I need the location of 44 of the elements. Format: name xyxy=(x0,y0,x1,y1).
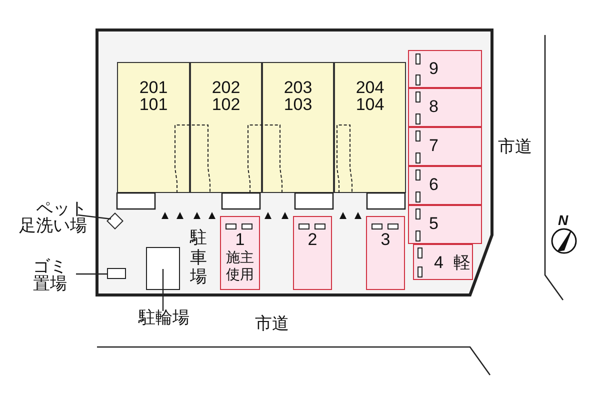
leader-line xyxy=(162,269,164,311)
unit-number: 203 xyxy=(282,79,314,96)
space-number: 9 xyxy=(429,60,438,80)
space-number: 5 xyxy=(429,215,438,235)
unit-number: 101 xyxy=(138,96,169,113)
leader-line xyxy=(76,273,107,275)
parking-space xyxy=(220,216,260,290)
unit-number: 104 xyxy=(354,96,386,113)
apartment-unit xyxy=(334,62,406,193)
road-label: 市道 xyxy=(498,138,532,156)
bicycle-shed xyxy=(146,247,180,290)
parking-area-label: 駐車場 xyxy=(190,228,207,287)
north-label: N xyxy=(558,213,568,228)
space-number: 7 xyxy=(429,137,438,157)
parking-space xyxy=(293,216,332,290)
leader-line xyxy=(78,214,112,220)
area-label: ペット足洗い場 xyxy=(19,200,88,234)
parking-space xyxy=(408,88,482,127)
unit-number: 202 xyxy=(210,79,242,96)
parking-space xyxy=(408,166,482,205)
space-number: 8 xyxy=(429,98,438,118)
space-note: 軽 xyxy=(453,254,470,274)
parking-space xyxy=(408,50,482,88)
area-label: ゴミ置場 xyxy=(32,258,68,292)
unit-number: 103 xyxy=(282,96,314,113)
unit-number: 204 xyxy=(354,79,386,96)
parking-space xyxy=(366,216,405,290)
parking-space xyxy=(408,127,482,166)
unit-number: 102 xyxy=(210,96,242,113)
space-number: 2 xyxy=(306,231,318,248)
space-number: 4 xyxy=(434,254,444,274)
space-number: 3 xyxy=(380,231,392,248)
apartment-unit xyxy=(190,62,262,193)
space-number: 1 xyxy=(234,231,246,248)
space-note: 施主使用 xyxy=(225,249,255,283)
area-label: 駐輪場 xyxy=(137,309,190,326)
garbage-box xyxy=(107,268,126,279)
unit-number: 201 xyxy=(138,79,169,96)
apartment-unit xyxy=(262,62,334,193)
road-label: 市道 xyxy=(255,315,289,333)
parking-space xyxy=(413,244,473,280)
space-number: 6 xyxy=(429,176,438,196)
apartment-unit xyxy=(117,62,190,193)
parking-space xyxy=(408,205,482,244)
